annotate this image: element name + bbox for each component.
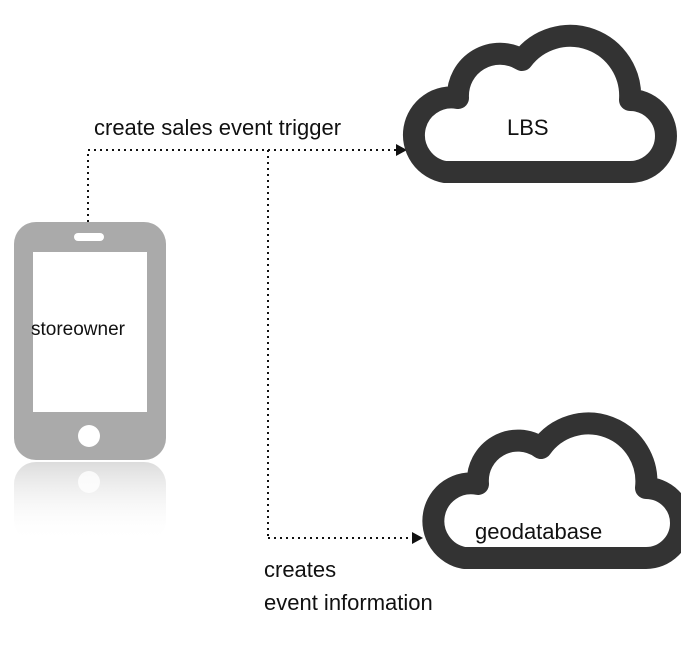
cloud-icon-geodatabase — [422, 412, 681, 569]
arrowhead-to-lbs — [396, 144, 407, 156]
connector-trigger — [87, 149, 396, 222]
connector-creates — [267, 150, 412, 539]
cloud-icon-lbs — [402, 24, 677, 183]
edge-label-creates-line2: event information — [264, 590, 433, 615]
arrowhead-to-geodatabase — [412, 532, 423, 544]
node-label-storeowner: storeowner — [31, 319, 125, 340]
edge-label-creates-line1: creates — [264, 557, 337, 582]
edge-label-trigger: create sales event trigger — [94, 115, 342, 140]
node-label-geodatabase: geodatabase — [475, 519, 603, 544]
smartphone-icon — [14, 222, 166, 460]
node-label-lbs: LBS — [507, 115, 549, 140]
smartphone-reflection — [14, 462, 166, 542]
